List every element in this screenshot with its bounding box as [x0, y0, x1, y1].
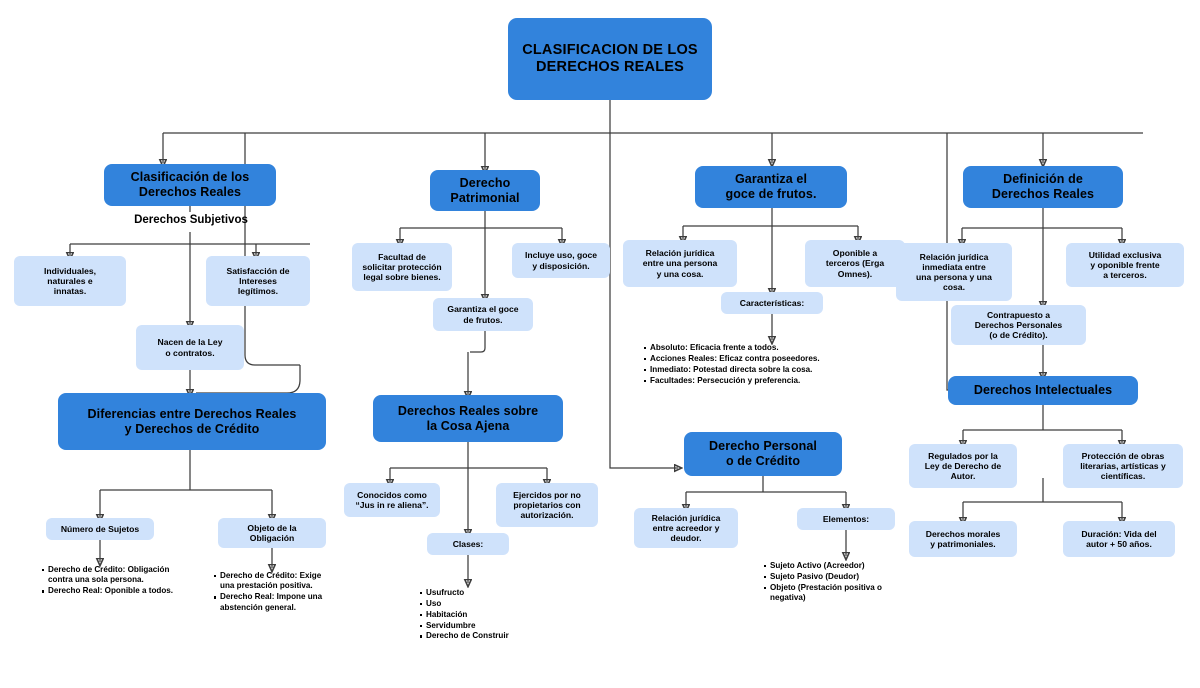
cosa-ajena-child-1[interactable]: Clases:: [427, 533, 509, 555]
root-label: CLASIFICACION DE LOS DERECHOS REALES: [522, 41, 698, 75]
branch2-child-1[interactable]: Garantiza el goce de frutos.: [433, 298, 533, 331]
diferencias-col-0-label: Número de Sujetos: [60, 523, 140, 534]
branch4-header-label: Definición de Derechos Reales: [991, 172, 1095, 201]
branch1-child-0-label: Individuales, naturales e innatas.: [43, 265, 97, 297]
branch1-header[interactable]: Clasificación de los Derechos Reales: [104, 164, 276, 206]
branch4-child-0-label: Relación jurídica inmediata entre una pe…: [916, 251, 992, 293]
diferencias-col-0-items: Derecho de Crédito: Obligación contra un…: [34, 565, 174, 597]
intelectuales-child-3[interactable]: Duración: Vida del autor + 50 años.: [1063, 521, 1175, 557]
diferencias-col-1[interactable]: Objeto de la Obligación: [218, 518, 326, 548]
branch2-header[interactable]: Derecho Patrimonial: [430, 170, 540, 211]
branch1-header-label: Clasificación de los Derechos Reales: [130, 170, 250, 199]
intelectuales-child-0-label: Regulados por la Ley de Derecho de Autor…: [924, 450, 1002, 482]
list-item: Sujeto Pasivo (Deudor): [764, 572, 904, 582]
diferencias-header-label: Diferencias entre Derechos Reales y Dere…: [87, 406, 297, 436]
list-item: Sujeto Activo (Acreedor): [764, 561, 904, 571]
branch2-child-0-label: Facultad de solicitar protección legal s…: [362, 251, 442, 283]
cosa-ajena-child-2-label: Ejercidos por no propietarios con autori…: [513, 489, 581, 521]
intelectuales-child-1[interactable]: Protección de obras literarias, artístic…: [1063, 444, 1183, 488]
diferencias-col-1-list: Derecho de Crédito: Exige una prestación…: [206, 571, 336, 613]
cosa-ajena-child-0[interactable]: Conocidos como “Jus in re aliena”.: [344, 483, 440, 517]
branch4-child-2-label: Utilidad exclusiva y oponible frente a t…: [1088, 249, 1162, 281]
intelectuales-header[interactable]: Derechos Intelectuales: [948, 376, 1138, 405]
diferencias-col-1-label: Objeto de la Obligación: [247, 522, 297, 543]
branch3-child-2-label: Oponible a terceros (Erga Omnes).: [825, 248, 885, 279]
elementos-list: Sujeto Activo (Acreedor) Sujeto Pasivo (…: [756, 561, 904, 603]
cosa-ajena-child-2[interactable]: Ejercidos por no propietarios con autori…: [496, 483, 598, 527]
root-node[interactable]: CLASIFICACION DE LOS DERECHOS REALES: [508, 18, 712, 100]
caracteristicas-list: Absoluto: Eficacia frente a todos. Accio…: [636, 343, 914, 386]
list-item: Uso: [420, 599, 532, 609]
branch3-child-1[interactable]: Características:: [721, 292, 823, 314]
clases-items: Usufructo Uso Habitación Servidumbre Der…: [412, 588, 532, 642]
intelectuales-child-0[interactable]: Regulados por la Ley de Derecho de Autor…: [909, 444, 1017, 488]
branch4-child-2[interactable]: Utilidad exclusiva y oponible frente a t…: [1066, 243, 1184, 287]
branch1-subheader-label: Derechos Subjetivos: [134, 214, 248, 227]
derecho-personal-child-1-label: Elementos:: [822, 513, 870, 524]
branch3-child-0-label: Relación jurídica entre una persona y un…: [642, 248, 718, 279]
branch3-child-1-label: Características:: [739, 297, 805, 308]
branch2-child-0[interactable]: Facultad de solicitar protección legal s…: [352, 243, 452, 291]
list-item: Facultades: Persecución y preferencia.: [644, 376, 914, 386]
branch3-header-label: Garantiza el goce de frutos.: [725, 172, 817, 201]
clases-list: Usufructo Uso Habitación Servidumbre Der…: [412, 588, 532, 642]
diferencias-col-1-items: Derecho de Crédito: Exige una prestación…: [206, 571, 336, 613]
list-item: Objeto (Prestación positiva o negativa): [764, 583, 904, 604]
list-item: Absoluto: Eficacia frente a todos.: [644, 343, 914, 353]
intelectuales-child-2-label: Derechos morales y patrimoniales.: [925, 528, 1001, 549]
branch2-header-label: Derecho Patrimonial: [450, 175, 520, 205]
list-item: Habitación: [420, 610, 532, 620]
list-item: Inmediato: Potestad directa sobre la cos…: [644, 365, 914, 375]
intelectuales-child-2[interactable]: Derechos morales y patrimoniales.: [909, 521, 1017, 557]
branch1-subheader: Derechos Subjetivos: [100, 210, 282, 232]
list-item: Derecho de Crédito: Exige una prestación…: [214, 571, 336, 592]
intelectuales-child-3-label: Duración: Vida del autor + 50 años.: [1081, 528, 1157, 549]
branch1-child-1[interactable]: Nacen de la Ley o contratos.: [136, 325, 244, 370]
list-item: Acciones Reales: Eficaz contra poseedore…: [644, 354, 914, 364]
derecho-personal-header[interactable]: Derecho Personal o de Crédito: [684, 432, 842, 476]
branch2-child-1-label: Garantiza el goce de frutos.: [447, 304, 519, 325]
branch3-header[interactable]: Garantiza el goce de frutos.: [695, 166, 847, 208]
branch3-child-2[interactable]: Oponible a terceros (Erga Omnes).: [805, 240, 905, 287]
elementos-items: Sujeto Activo (Acreedor) Sujeto Pasivo (…: [756, 561, 904, 604]
branch1-child-0[interactable]: Individuales, naturales e innatas.: [14, 256, 126, 306]
list-item: Derecho de Crédito: Obligación contra un…: [42, 565, 174, 586]
list-item: Usufructo: [420, 588, 532, 598]
branch4-header[interactable]: Definición de Derechos Reales: [963, 166, 1123, 208]
derecho-personal-child-0[interactable]: Relación jurídica entre acreedor y deudo…: [634, 508, 738, 548]
derecho-personal-child-0-label: Relación jurídica entre acreedor y deudo…: [651, 512, 721, 544]
list-item: Servidumbre: [420, 621, 532, 631]
branch1-child-2[interactable]: Satisfacción de Intereses legítimos.: [206, 256, 310, 306]
cosa-ajena-header-label: Derechos Reales sobre la Cosa Ajena: [397, 403, 539, 433]
branch2-child-2-label: Incluye uso, goce y disposición.: [524, 250, 598, 271]
caracteristicas-items: Absoluto: Eficacia frente a todos. Accio…: [636, 343, 914, 386]
branch4-child-0[interactable]: Relación jurídica inmediata entre una pe…: [896, 243, 1012, 301]
diferencias-header[interactable]: Diferencias entre Derechos Reales y Dere…: [58, 393, 326, 450]
list-item: Derecho de Construir: [420, 631, 532, 641]
cosa-ajena-child-0-label: Conocidos como “Jus in re aliena”.: [355, 489, 429, 510]
diferencias-col-0-list: Derecho de Crédito: Obligación contra un…: [34, 565, 174, 597]
branch4-child-1-label: Contrapuesto a Derechos Personales (o de…: [974, 309, 1063, 341]
list-item: Derecho Real: Impone una abstención gene…: [214, 592, 336, 613]
list-item: Derecho Real: Oponible a todos.: [42, 586, 174, 596]
diferencias-col-0[interactable]: Número de Sujetos: [46, 518, 154, 540]
cosa-ajena-header[interactable]: Derechos Reales sobre la Cosa Ajena: [373, 395, 563, 442]
cosa-ajena-child-1-label: Clases:: [452, 538, 484, 549]
branch1-child-1-label: Nacen de la Ley o contratos.: [157, 337, 223, 358]
branch4-child-1[interactable]: Contrapuesto a Derechos Personales (o de…: [951, 305, 1086, 345]
intelectuales-header-label: Derechos Intelectuales: [973, 383, 1113, 398]
branch2-child-2[interactable]: Incluye uso, goce y disposición.: [512, 243, 610, 278]
branch1-child-2-label: Satisfacción de Intereses legítimos.: [226, 265, 290, 297]
derecho-personal-header-label: Derecho Personal o de Crédito: [709, 439, 817, 468]
branch3-child-0[interactable]: Relación jurídica entre una persona y un…: [623, 240, 737, 287]
derecho-personal-child-1[interactable]: Elementos:: [797, 508, 895, 530]
intelectuales-child-1-label: Protección de obras literarias, artístic…: [1080, 450, 1166, 482]
